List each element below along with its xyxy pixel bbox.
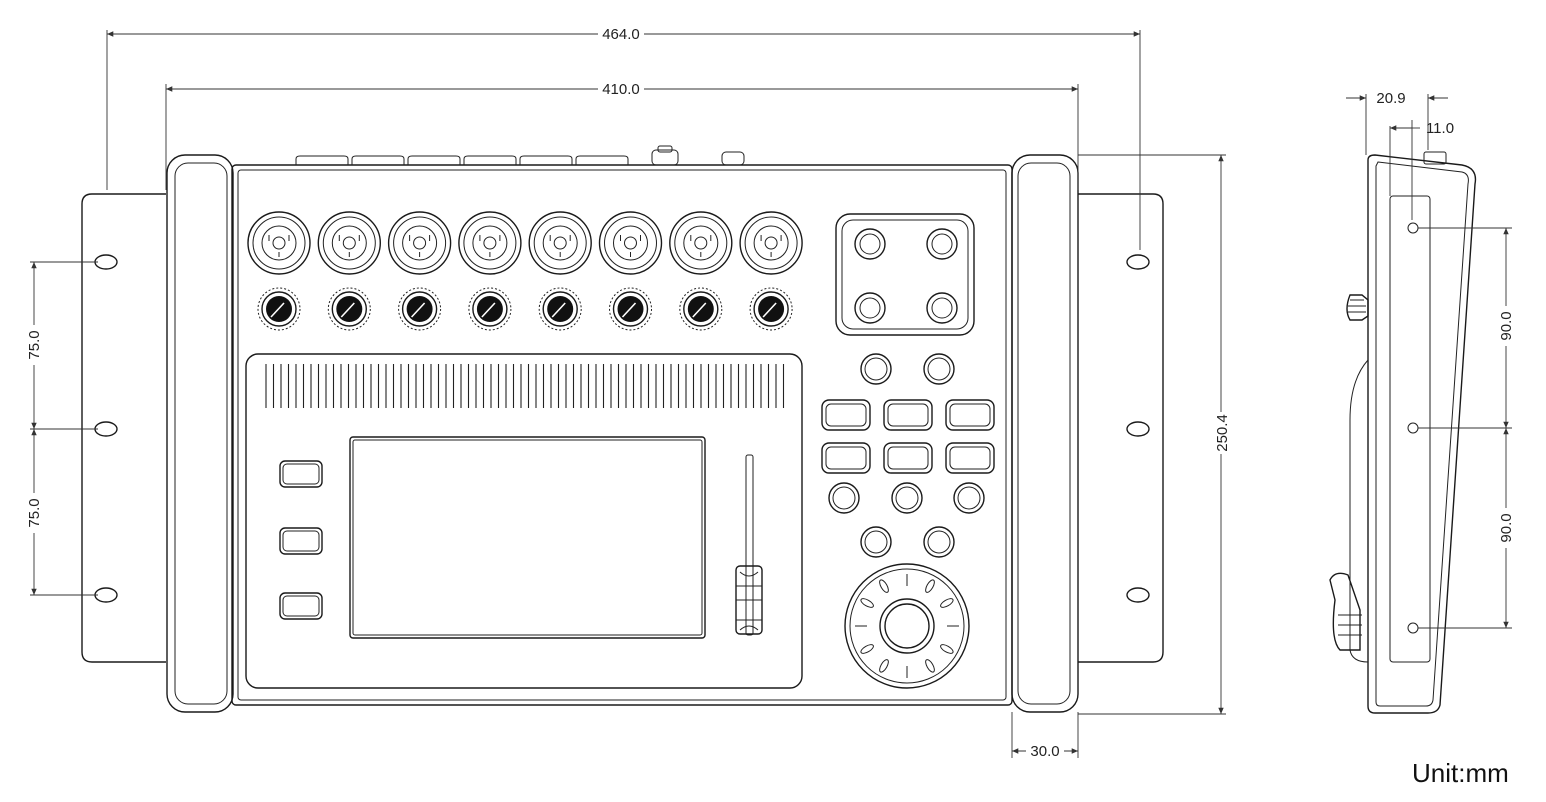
dim-hole-spacing-upper: 75.0 (26, 330, 43, 359)
side-screw (1407, 222, 1419, 234)
right-mount-hole (1126, 254, 1150, 270)
dim-overall-width: 464.0 (602, 26, 640, 43)
jog-wheel (844, 563, 970, 689)
screen-side-button (279, 527, 323, 555)
screen-side-button (279, 592, 323, 620)
left-mount-hole (94, 254, 118, 270)
right-mount-hole (1126, 421, 1150, 437)
gain-knob (609, 287, 652, 331)
dimension-lines: 464.0 410.0 75.0 75.0 250.4 30.0 20.9 (24, 24, 1516, 760)
combo-input-jack (247, 211, 311, 275)
side-view (1329, 151, 1477, 714)
left-end-cap (166, 154, 234, 713)
screen-side-button (279, 460, 323, 488)
side-screw (1407, 422, 1419, 434)
side-screw (1407, 622, 1419, 634)
output-jack-panel (835, 213, 975, 336)
front-view (81, 145, 1164, 713)
combo-input-jack (669, 211, 733, 275)
gain-knob (398, 287, 442, 331)
left-mount-hole (94, 421, 118, 437)
combo-input-jack (598, 211, 663, 275)
left-rack-bracket (81, 193, 166, 663)
mixer-body (231, 164, 1013, 706)
combo-input-jack (528, 211, 592, 275)
nav-button-cluster (821, 353, 995, 558)
right-end-cap (1011, 154, 1079, 713)
dim-overall-height: 250.4 (1214, 414, 1231, 452)
combo-input-jack (387, 211, 452, 275)
fader-track (745, 454, 754, 636)
touchscreen (349, 436, 706, 639)
gain-knob (468, 287, 512, 331)
dim-side-spacing-upper: 90.0 (1498, 311, 1515, 340)
right-mount-hole (1126, 587, 1150, 603)
vent-slots (265, 364, 785, 408)
dim-bracket-width: 30.0 (1030, 743, 1059, 760)
dim-side-depth-top: 20.9 (1376, 90, 1405, 107)
left-end-cap-inner (174, 162, 228, 705)
fader-cap (735, 565, 763, 635)
dim-side-spacing-lower: 90.0 (1498, 513, 1515, 542)
left-mount-hole (94, 587, 118, 603)
right-end-cap-inner (1017, 162, 1071, 705)
dim-body-width: 410.0 (602, 81, 640, 98)
mixer-body-panel (237, 169, 1007, 701)
combo-input-jack (317, 211, 381, 275)
screen-panel (245, 353, 803, 689)
combo-input-jack (458, 211, 522, 275)
gain-knob (257, 287, 301, 331)
right-rack-bracket (1078, 193, 1164, 663)
gain-knob (679, 287, 723, 331)
rear-connector-strip (295, 145, 745, 166)
unit-label: Unit:mm (1412, 758, 1509, 788)
combo-input-jack (739, 211, 803, 275)
gain-knob (327, 287, 371, 331)
dim-hole-spacing-lower: 75.0 (26, 498, 43, 527)
gain-knob (538, 287, 582, 331)
input-channel-row (247, 211, 803, 331)
gain-knob (749, 287, 793, 331)
dim-side-depth-knob: 11.0 (1426, 120, 1454, 137)
